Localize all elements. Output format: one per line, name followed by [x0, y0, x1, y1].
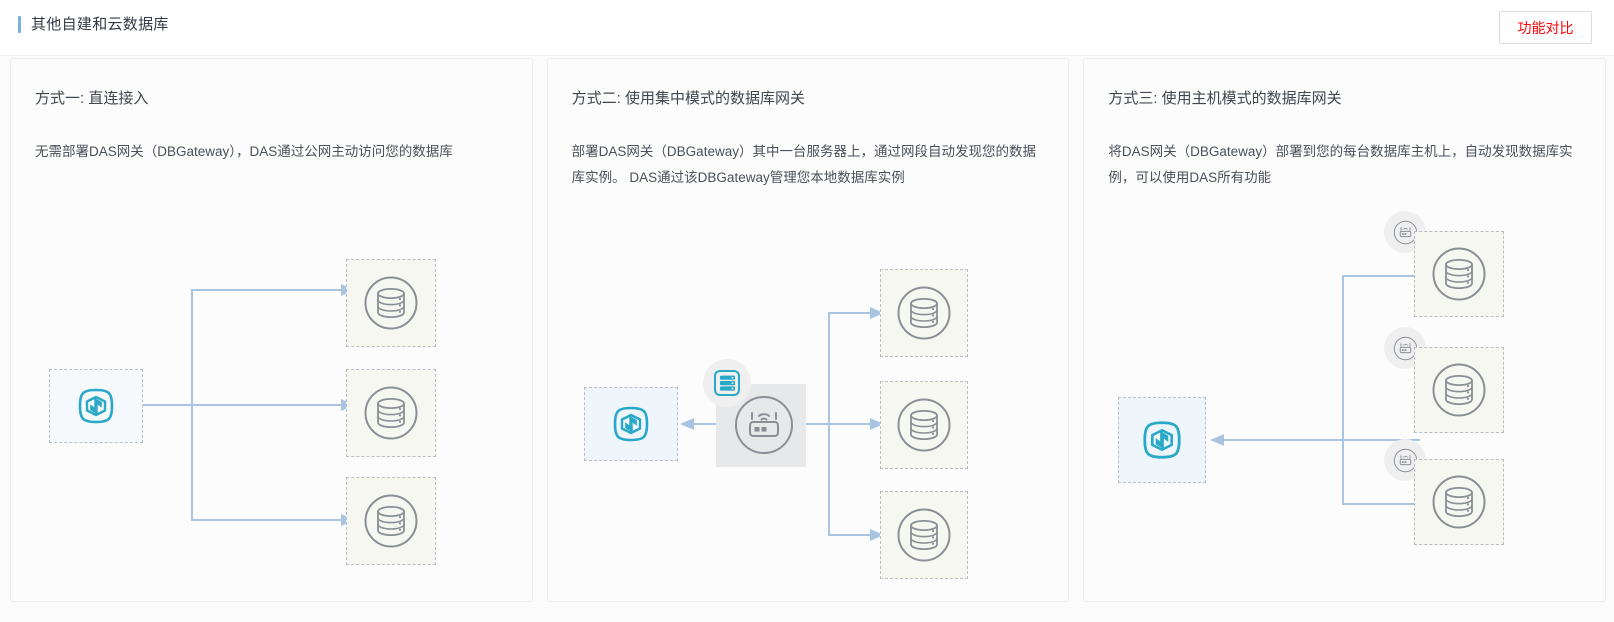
das-logo-icon	[605, 398, 657, 450]
database-icon	[893, 504, 955, 566]
database-node-box	[879, 269, 968, 357]
connector-stem-right	[805, 423, 848, 425]
title-accent-bar	[18, 16, 21, 33]
connector-branch-top	[1342, 275, 1421, 277]
card-description: 将DAS网关（DBGateway）部署到您的每台数据库主机上，自动发现数据库实例…	[1108, 144, 1573, 185]
connector-branch-bottom	[191, 519, 343, 521]
database-node-box	[1414, 347, 1505, 433]
database-icon	[1428, 359, 1490, 421]
database-node-box	[346, 259, 436, 347]
connector-branch-top	[191, 289, 343, 291]
arrow-head-top-icon	[869, 306, 885, 320]
diagram-direct-connect	[11, 199, 532, 601]
database-node-box	[879, 491, 968, 579]
connector-trunk	[1342, 275, 1345, 505]
database-icon	[893, 282, 955, 344]
card-title: 方式三: 使用主机模式的数据库网关	[1108, 90, 1342, 107]
database-icon	[1428, 243, 1490, 305]
card-direct-connect[interactable]: 方式一: 直连接入 无需部署DAS网关（DBGateway），DAS通过公网主动…	[10, 58, 533, 602]
card-host-mode-gateway[interactable]: 方式三: 使用主机模式的数据库网关 将DAS网关（DBGateway）部署到您的…	[1083, 58, 1607, 602]
connector-stem	[143, 404, 193, 406]
card-description: 无需部署DAS网关（DBGateway），DAS通过公网主动访问您的数据库	[35, 144, 453, 159]
das-node-box	[1118, 397, 1207, 483]
database-icon	[1428, 471, 1490, 533]
database-node-box	[346, 477, 436, 565]
gateway-router-icon	[1392, 447, 1419, 474]
connector-branch-top	[827, 312, 872, 314]
connector-to-das	[1222, 439, 1421, 441]
arrow-head-left-icon	[679, 417, 694, 431]
das-node-box	[49, 369, 143, 443]
card-title: 方式一: 直连接入	[35, 90, 149, 107]
das-logo-icon	[70, 380, 122, 432]
database-icon	[893, 394, 955, 456]
card-description: 部署DAS网关（DBGateway）其中一台服务器上，通过网段自动发现您的数据库…	[571, 144, 1036, 185]
page-header: 其他自建和云数据库 功能对比	[0, 0, 1614, 56]
feature-compare-button[interactable]: 功能对比	[1499, 11, 1592, 44]
database-node-box	[1414, 459, 1505, 545]
connector-branch-bottom	[1342, 503, 1421, 505]
das-logo-icon	[1134, 412, 1190, 468]
page-title-group: 其他自建和云数据库	[18, 16, 169, 33]
connector-gateway-to-das	[693, 423, 736, 425]
card-centralized-gateway[interactable]: 方式二: 使用集中模式的数据库网关 部署DAS网关（DBGateway）其中一台…	[546, 58, 1070, 602]
server-stack-icon	[711, 367, 743, 399]
server-stack-badge	[702, 359, 751, 407]
database-node-box	[346, 369, 436, 457]
card-title: 方式二: 使用集中模式的数据库网关	[571, 90, 806, 107]
database-icon	[360, 272, 422, 334]
das-node-box	[583, 387, 678, 461]
database-icon	[360, 382, 422, 444]
arrow-head-mid-icon	[869, 417, 885, 431]
connector-branch-mid	[191, 404, 343, 406]
connector-branch-mid	[827, 423, 872, 425]
connector-branch-bottom	[827, 534, 872, 536]
database-node-box	[1414, 231, 1505, 317]
arrow-head-left-icon	[1209, 433, 1225, 447]
diagram-centralized-gateway	[548, 199, 1069, 601]
connection-methods-container: 方式一: 直连接入 无需部署DAS网关（DBGateway），DAS通过公网主动…	[0, 56, 1614, 622]
gateway-router-icon	[728, 389, 800, 461]
diagram-host-mode-gateway	[1084, 199, 1605, 601]
database-node-box	[879, 381, 968, 469]
arrow-head-bottom-icon	[869, 528, 885, 542]
page-title: 其他自建和云数据库	[31, 16, 169, 33]
database-icon	[360, 490, 422, 552]
